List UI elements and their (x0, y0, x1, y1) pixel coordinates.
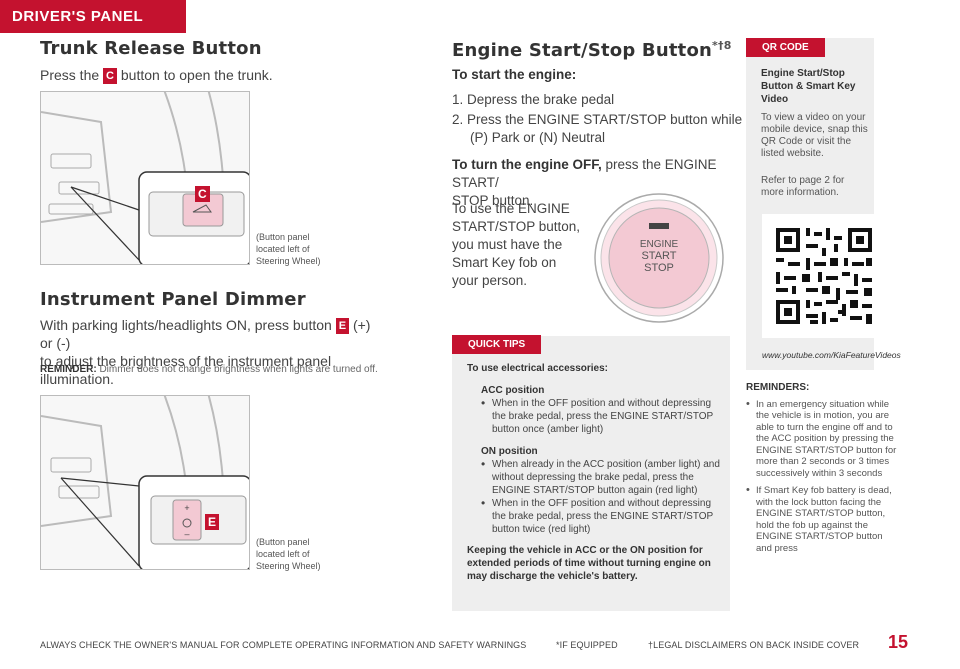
qr-label: QR CODE (746, 38, 825, 57)
button-text-stop: STOP (644, 262, 674, 274)
dimmer-title: Instrument Panel Dimmer (40, 289, 306, 310)
svg-text:–: – (184, 529, 189, 539)
smart-key-text: To use the ENGINE START/STOP button, you… (452, 201, 581, 288)
step-2-cont: (P) Park or (N) Neutral (470, 130, 606, 145)
trunk-caption: (Button panel located left of Steering W… (256, 232, 321, 266)
button-text-engine: ENGINE (640, 239, 679, 250)
svg-text:+: + (184, 503, 189, 513)
trunk-title: Trunk Release Button (40, 38, 262, 59)
button-text-start: START (641, 250, 676, 262)
dimmer-instruction: With parking lights/headlights ON, press… (40, 317, 371, 387)
quick-tips-content: To use electrical accessories: ACC posit… (467, 362, 722, 583)
trunk-instruction: Press the C button to open the trunk. (40, 67, 273, 84)
footer-equipped: *IF EQUIPPED (556, 640, 618, 650)
dimmer-callout-e: E (205, 514, 220, 530)
step-1: 1. Depress the brake pedal (452, 92, 615, 107)
footer-legal: †LEGAL DISCLAIMERS ON BACK INSIDE COVER (648, 640, 860, 650)
qr-instructions: To view a video on your mobile device, s… (761, 112, 868, 159)
qr-refer: Refer to page 2 for more information. (761, 175, 845, 198)
quick-tips-label: QUICK TIPS (452, 335, 542, 354)
reminder-item: If Smart Key fob battery is dead, with t… (746, 485, 901, 554)
qr-title: Engine Start/Stop Button & Smart Key Vid… (761, 68, 856, 105)
start-heading: To start the engine: (452, 67, 577, 82)
qr-code-image (762, 214, 885, 338)
engine-start-stop-button-image: ENGINE START STOP (594, 193, 724, 323)
reminders-section: REMINDERS: In an emergency situation whi… (746, 382, 901, 560)
engine-off-text: To turn the engine OFF, press the ENGINE… (452, 157, 717, 208)
dimmer-illustration: + – (40, 395, 250, 570)
page-number: 15 (888, 632, 909, 652)
trunk-callout-c: C (195, 186, 210, 202)
dimmer-reminder: REMINDER: Dimmer does not change brightn… (40, 364, 378, 375)
section-tab: DRIVER'S PANEL (0, 0, 186, 33)
step-2: 2. Press the ENGINE START/STOP button wh… (452, 112, 757, 127)
dimmer-caption: (Button panel located left of Steering W… (256, 537, 321, 571)
footer-warning: ALWAYS CHECK THE OWNER'S MANUAL FOR COMP… (40, 640, 527, 650)
badge-e: E (335, 318, 350, 334)
badge-c: C (103, 68, 117, 84)
trunk-illustration (40, 91, 250, 265)
qr-url-link[interactable]: www.youtube.com/KiaFeatureVideos (762, 350, 901, 360)
reminder-item: In an emergency situation while the vehi… (746, 399, 901, 480)
engine-title: Engine Start/Stop Button*†8 (452, 39, 732, 61)
